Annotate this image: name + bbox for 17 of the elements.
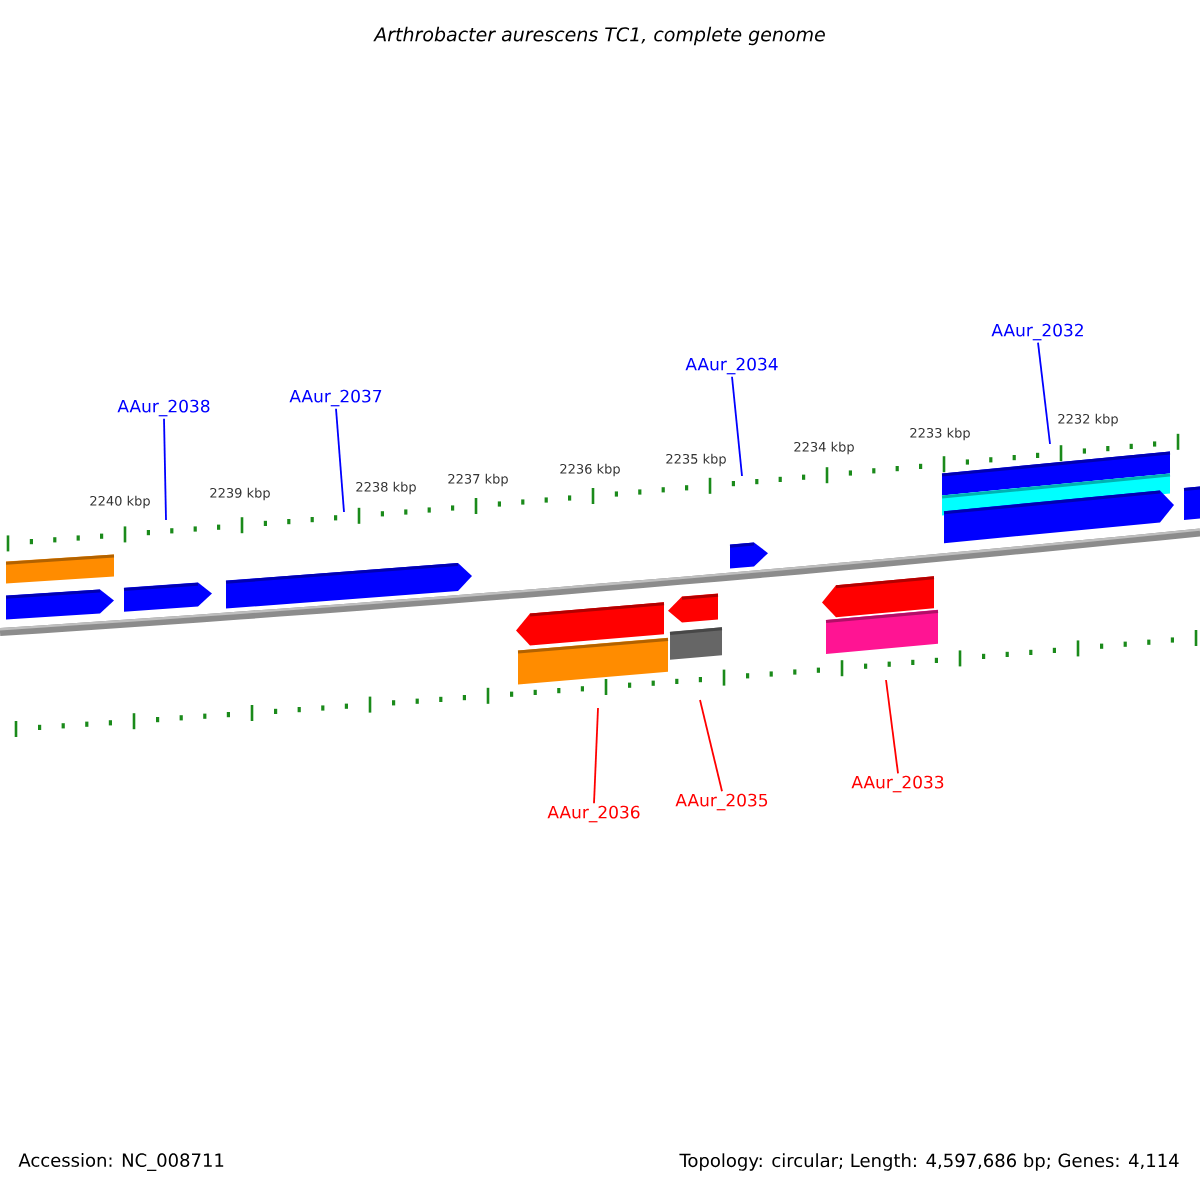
leader-line: [1037, 341, 1051, 445]
leader-line: [593, 707, 599, 805]
title: Arthrobacter aurescens TC1, complete genome: [373, 26, 825, 46]
accession-text: Accession: NC_008711: [18, 1153, 224, 1171]
genome-info-text: Topology: circular; Length: 4,597,686 bp; Genes: 4,114: [679, 1153, 1179, 1171]
gene-label: AAur_2034: [685, 357, 778, 375]
leader-line: [731, 375, 743, 477]
leader-line: [163, 417, 167, 521]
leader-line: [885, 679, 899, 775]
leader-line: [335, 407, 345, 513]
gene-label: AAur_2037: [289, 389, 382, 407]
gene-label: AAur_2036: [547, 805, 640, 823]
gene-label: AAur_2035: [675, 793, 768, 811]
gene-label: AAur_2032: [991, 323, 1083, 341]
gene-label: AAur_2038: [117, 399, 210, 417]
gene-label: AAur_2033: [851, 775, 944, 793]
leader-line: [699, 699, 723, 793]
